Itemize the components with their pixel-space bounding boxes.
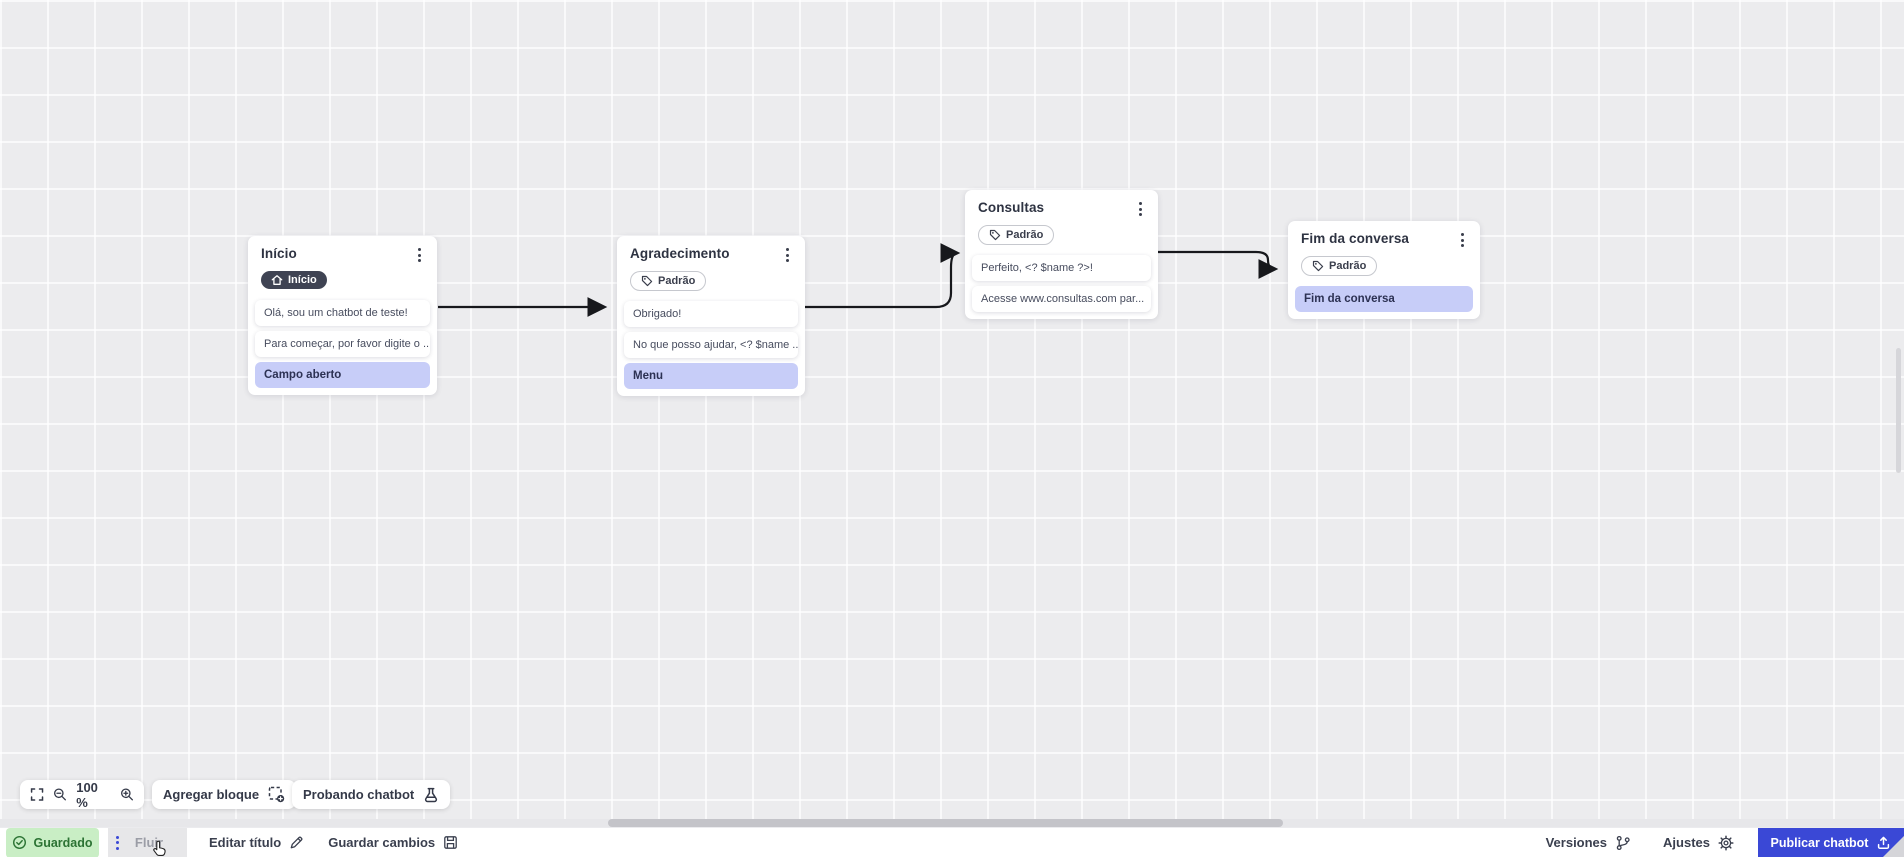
home-icon (271, 275, 283, 285)
node-type-badge: Padrão (978, 225, 1055, 245)
badge-label: Padrão (1329, 260, 1367, 272)
corner-resize-decoration (1882, 835, 1904, 857)
node-item-message[interactable]: Obrigado! (624, 301, 798, 327)
node-title: Início (261, 246, 297, 261)
node-title: Agradecimento (630, 246, 730, 261)
node-type-badge: Padrão (630, 271, 707, 291)
saved-status-badge: Guardado (6, 827, 99, 857)
node-title: Consultas (978, 200, 1045, 215)
node-item-message[interactable]: Para começar, por favor digite o ... (255, 331, 430, 357)
settings-button[interactable]: Ajustes (1663, 834, 1734, 851)
tab-fluir-label: Fluir (134, 835, 164, 850)
fullscreen-icon[interactable] (30, 787, 44, 802)
node-type-badge: Início (261, 271, 327, 289)
zoom-in-icon[interactable] (120, 787, 134, 802)
edit-title-label: Editar título (209, 835, 282, 850)
zoom-toolbar[interactable]: 100 % (20, 779, 144, 810)
publish-chatbot-button[interactable]: Publicar chatbot (1758, 827, 1904, 857)
settings-label: Ajustes (1663, 835, 1710, 850)
save-changes-button[interactable]: Guardar cambios (328, 835, 458, 850)
test-chatbot-label: Probando chatbot (303, 787, 415, 802)
badge-label: Padrão (1006, 229, 1044, 241)
node-item-message[interactable]: No que posso ajudar, <? $name ... (624, 332, 798, 358)
node-item-message[interactable]: Acesse www.consultas.com par... (972, 286, 1151, 312)
node-item-message[interactable]: Perfeito, <? $name ?>! (972, 255, 1151, 281)
versions-label: Versiones (1545, 835, 1608, 850)
zoom-level: 100 % (76, 779, 98, 810)
edit-title-button[interactable]: Editar título (209, 835, 304, 850)
add-block-button[interactable]: Agregar bloque (152, 780, 297, 809)
save-icon (444, 836, 458, 849)
vertical-scrollbar-thumb[interactable] (1896, 348, 1901, 473)
kebab-menu-icon[interactable] (782, 246, 793, 264)
tab-fluir[interactable]: Fluir (108, 827, 187, 857)
tag-icon (989, 229, 1001, 241)
node-item-action[interactable]: Menu (624, 363, 798, 389)
zoom-out-icon[interactable] (53, 787, 67, 802)
node-title: Fim da conversa (1301, 231, 1410, 246)
check-circle-icon (13, 835, 27, 850)
kebab-menu-icon[interactable] (414, 246, 425, 264)
test-chatbot-button[interactable]: Probando chatbot (292, 780, 451, 809)
gear-icon (1718, 834, 1734, 851)
save-changes-label: Guardar cambios (328, 835, 436, 850)
versions-button[interactable]: Versiones (1546, 835, 1631, 851)
upload-icon (1878, 836, 1890, 849)
node-card-fim-da-conversa[interactable]: Fim da conversa Padrão Fim da conversa (1288, 221, 1480, 319)
pencil-icon (290, 836, 303, 849)
status-bar: Guardado Fluir Editar título Guardar cam… (0, 827, 1904, 857)
node-item-action[interactable]: Fim da conversa (1295, 286, 1473, 312)
flask-icon (425, 787, 438, 802)
node-card-consultas[interactable]: Consultas Padrão Perfeito, <? $name ?>! … (965, 190, 1158, 319)
badge-label: Início (288, 274, 317, 286)
connection-agradecimento-consultas (805, 243, 961, 309)
horizontal-scrollbar-thumb[interactable] (608, 819, 1283, 827)
connection-consultas-fim (1158, 250, 1279, 279)
drag-handle-icon[interactable] (116, 835, 119, 850)
add-block-icon (268, 786, 285, 803)
branch-icon (1616, 835, 1630, 850)
saved-label: Guardado (33, 835, 93, 850)
tag-icon (1312, 260, 1324, 272)
kebab-menu-icon[interactable] (1135, 200, 1146, 218)
node-card-agradecimento[interactable]: Agradecimento Padrão Obrigado! No que po… (617, 236, 805, 396)
tag-icon (641, 275, 653, 287)
node-card-inicio[interactable]: Início Início Olá, sou um chatbot de tes… (248, 236, 437, 395)
kebab-menu-icon[interactable] (1457, 231, 1468, 249)
publish-label: Publicar chatbot (1770, 835, 1869, 850)
horizontal-scrollbar[interactable] (0, 819, 1904, 827)
node-item-message[interactable]: Olá, sou um chatbot de teste! (255, 300, 430, 326)
node-type-badge: Padrão (1301, 256, 1378, 276)
add-block-label: Agregar bloque (163, 787, 260, 802)
badge-label: Padrão (658, 275, 696, 287)
node-item-action[interactable]: Campo aberto (255, 362, 430, 388)
